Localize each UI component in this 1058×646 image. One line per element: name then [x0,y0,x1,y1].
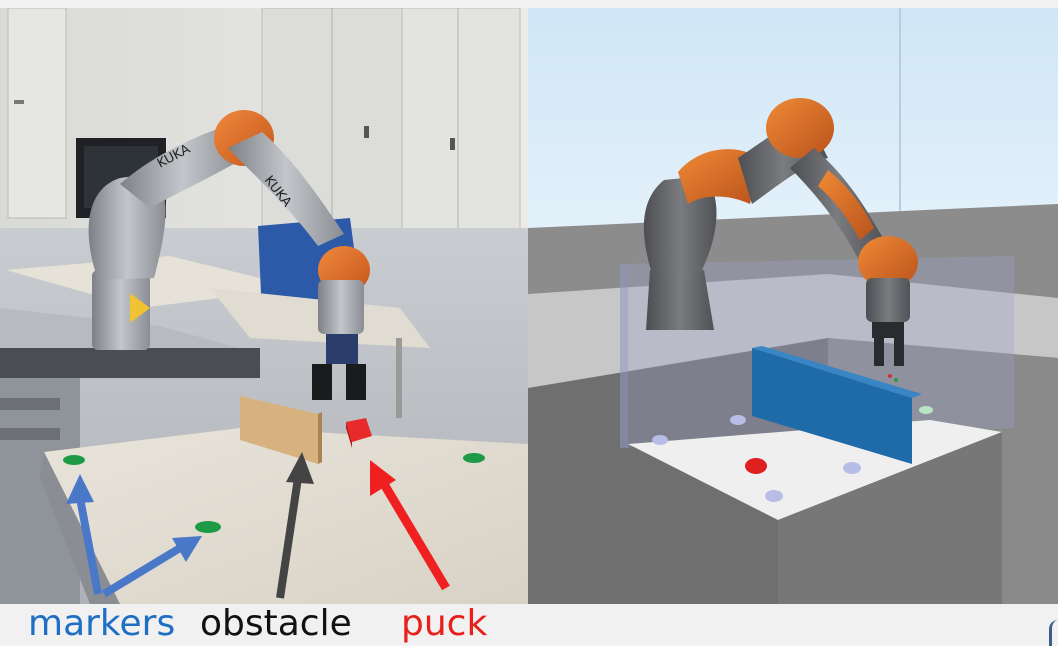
markers-label: markers [28,603,176,644]
puck-arrow [380,481,450,591]
sim-marker [843,462,861,474]
sim-marker [765,490,783,502]
simulation-scene [528,8,1058,604]
markers-arrow [76,497,102,595]
red-puck [346,418,372,442]
green-marker [63,455,85,465]
green-marker [195,521,221,533]
corner-accent [1049,620,1058,646]
wooden-obstacle [240,396,318,464]
real-robot-photo: KUKA KUKA [0,8,528,604]
markers-arrow [101,544,183,598]
puck-label: puck [401,603,488,644]
green-marker [463,453,485,463]
obstacle-arrow [276,477,302,599]
simulation-render [528,8,1058,604]
sim-puck [745,458,767,474]
sim-marker [919,406,933,414]
real-robot-scene: KUKA KUKA [0,8,528,604]
obstacle-label: obstacle [200,603,352,644]
sim-marker [730,415,746,425]
sim-marker [652,435,668,445]
sim-wall-obstacle [752,348,912,464]
